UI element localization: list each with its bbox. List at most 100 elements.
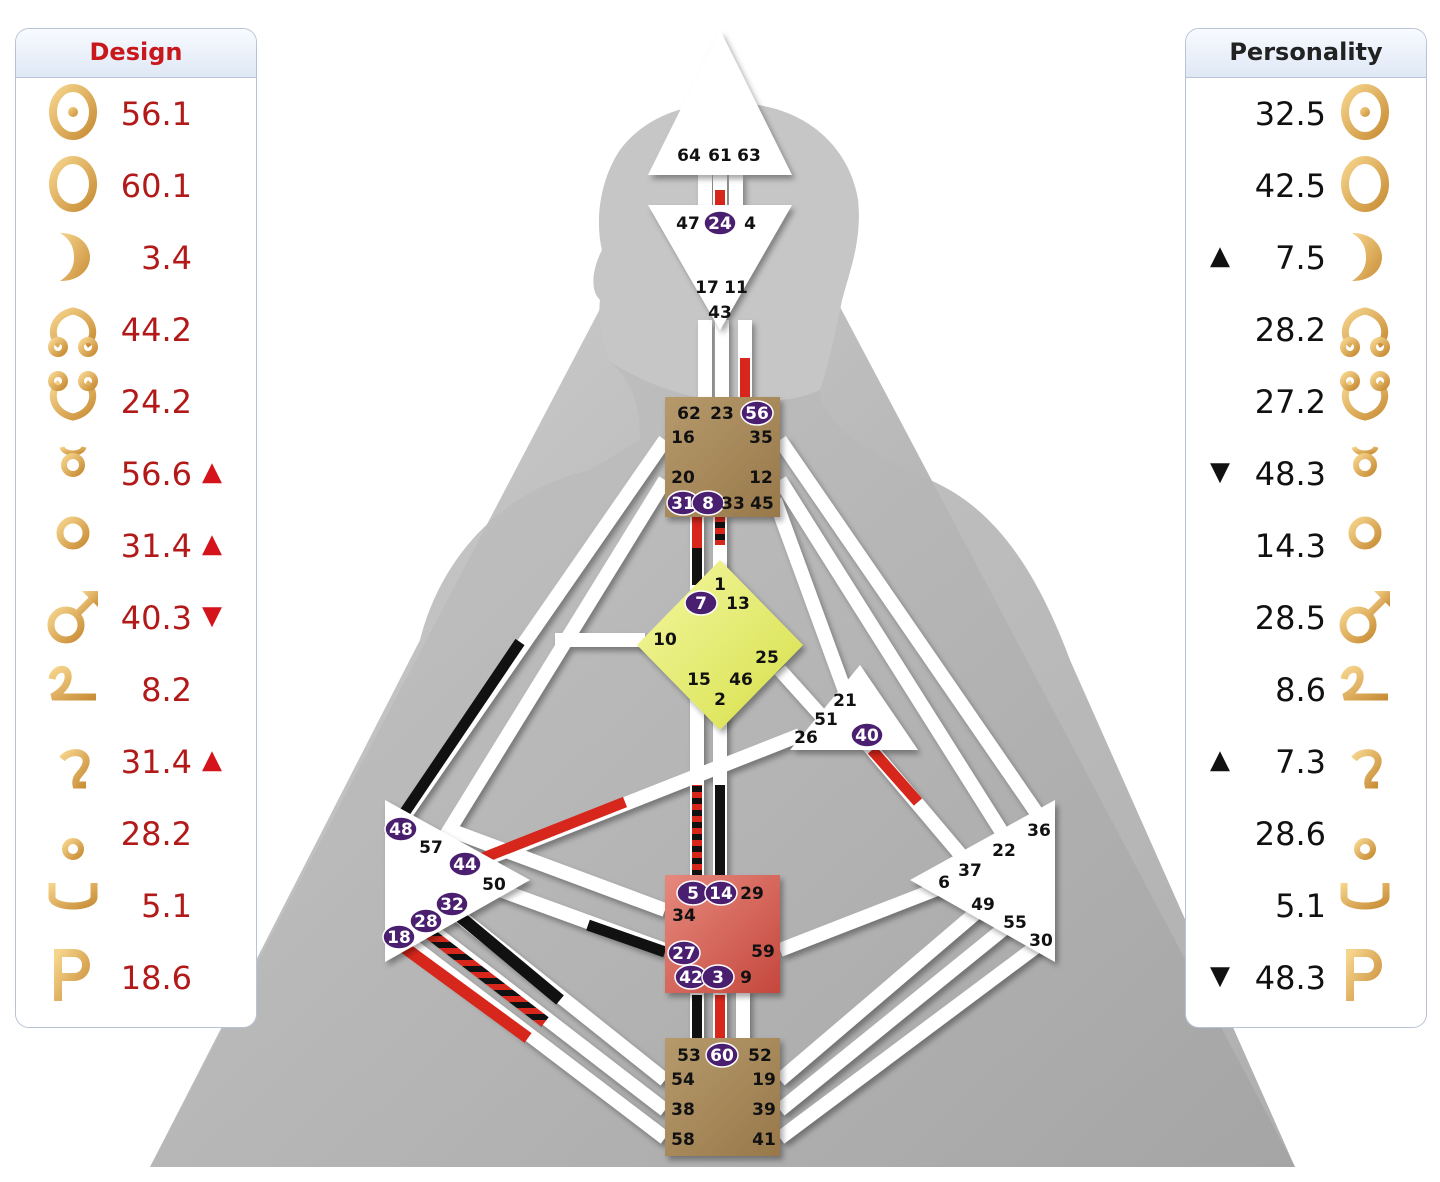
personality-value: 48.3	[1254, 959, 1326, 997]
activation-44-design	[475, 796, 628, 866]
design-row-venus: 31.4▲	[16, 513, 256, 585]
active-gate-marker	[705, 1042, 739, 1068]
gate-label: 44	[453, 855, 477, 875]
ajna-center	[648, 205, 792, 330]
channel-45-21	[768, 497, 857, 708]
gate-label: 42	[679, 968, 703, 988]
active-gate-marker	[704, 880, 738, 906]
gate-label: 16	[671, 428, 695, 448]
personality-value: 28.6	[1254, 815, 1326, 853]
design-value: 18.6	[120, 959, 192, 997]
down-arrow-icon: ▼	[1210, 457, 1230, 487]
design-value: 60.1	[120, 167, 192, 205]
heart-center	[790, 665, 918, 750]
design-row-north-node: 44.2	[16, 297, 256, 369]
activation-27-personality	[586, 919, 667, 958]
personality-row-uranus: 28.6	[1186, 801, 1426, 873]
gate-label: 35	[749, 428, 773, 448]
design-title: Design	[16, 29, 256, 78]
activation-48-personality	[400, 638, 525, 816]
gate-label: 22	[992, 841, 1016, 861]
personality-value: 7.3	[1275, 743, 1326, 781]
gate-label: 1	[714, 575, 726, 595]
gate-label: 63	[737, 146, 761, 166]
down-arrow-icon: ▼	[202, 601, 222, 631]
moon-icon	[1334, 225, 1396, 287]
design-value: 8.2	[141, 671, 192, 709]
design-row-sun: 56.1	[16, 81, 256, 153]
gate-label: 9	[740, 968, 752, 988]
personality-value: 8.6	[1275, 671, 1326, 709]
gate-label: 24	[708, 214, 732, 234]
channel-20-57	[434, 476, 671, 849]
personality-row-mars: 28.5	[1186, 585, 1426, 657]
gate-label: 49	[971, 895, 995, 915]
gate-label: 18	[387, 928, 411, 948]
gate-label: 33	[721, 494, 745, 514]
gate-label: 15	[687, 670, 711, 690]
gate-label: 30	[1029, 931, 1053, 951]
gate-label: 8	[702, 494, 714, 514]
personality-value: 5.1	[1275, 887, 1326, 925]
gate-label: 39	[752, 1100, 776, 1120]
venus-icon	[1334, 513, 1396, 575]
gate-label: 12	[749, 468, 773, 488]
active-gate-marker	[435, 891, 469, 917]
personality-value: 28.5	[1254, 599, 1326, 637]
mars-icon	[42, 585, 104, 647]
sun-icon	[1334, 81, 1396, 143]
channel-19-49	[775, 899, 990, 1086]
gate-label: 43	[708, 303, 732, 323]
north-node-icon	[1334, 297, 1396, 359]
gate-label: 19	[752, 1070, 776, 1090]
gate-label: 50	[482, 875, 506, 895]
gate-label: 34	[672, 906, 696, 926]
design-row-mercury: 56.6▲	[16, 441, 256, 513]
active-gate-marker	[384, 816, 418, 842]
gate-label: 46	[729, 670, 753, 690]
design-value: 56.1	[120, 95, 192, 133]
active-gate-marker	[409, 908, 443, 934]
gate-label: 47	[676, 214, 700, 234]
pluto-icon	[1334, 945, 1396, 1007]
pluto-icon	[42, 945, 104, 1007]
design-value: 24.2	[120, 383, 192, 421]
design-row-uranus: 28.2	[16, 801, 256, 873]
gate-label: 62	[677, 404, 701, 424]
personality-title: Personality	[1186, 29, 1426, 78]
personality-row-pluto: 48.3▼	[1186, 945, 1426, 1017]
gate-label: 52	[748, 1046, 772, 1066]
earth-icon	[42, 153, 104, 215]
gate-label: 7	[695, 594, 707, 614]
design-value: 3.4	[141, 239, 192, 277]
gate-label: 28	[414, 912, 438, 932]
channel-35-36	[774, 436, 1051, 829]
design-row-earth: 60.1	[16, 153, 256, 225]
active-gate-marker	[740, 400, 774, 426]
design-row-neptune: 5.1	[16, 873, 256, 945]
channel-34-57	[447, 823, 668, 917]
gate-label: 64	[677, 146, 701, 166]
uranus-icon	[1334, 801, 1396, 863]
gate-label: 10	[653, 630, 677, 650]
saturn-icon	[42, 729, 104, 791]
design-value: 40.3	[120, 599, 192, 637]
design-value: 31.4	[120, 527, 192, 565]
design-value: 28.2	[120, 815, 192, 853]
gate-label: 40	[855, 726, 879, 746]
up-arrow-icon: ▲	[202, 745, 222, 775]
gate-label: 20	[671, 468, 695, 488]
active-gate-marker	[684, 590, 718, 616]
gate-label: 5	[687, 884, 699, 904]
active-gate-marker	[382, 924, 416, 950]
channel-41-30	[775, 934, 1050, 1144]
personality-row-jupiter: 8.6	[1186, 657, 1426, 729]
gate-label: 2	[714, 690, 726, 710]
activation-32-personality	[448, 905, 564, 1005]
gate-label: 4	[744, 214, 756, 234]
active-gate-marker	[703, 210, 737, 236]
gate-label: 51	[814, 710, 838, 730]
jupiter-icon	[42, 657, 104, 719]
